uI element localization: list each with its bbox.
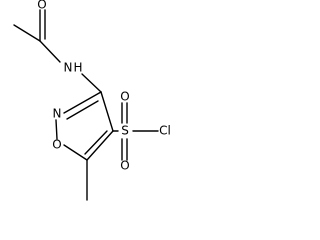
bonds (13, 9, 159, 201)
atom-amide-nitrogen: N (64, 61, 73, 75)
atom-carbonyl-oxygen: O (37, 0, 46, 12)
atom-ring-oxygen: O (52, 138, 61, 152)
bond-c5-o1 (63, 144, 88, 161)
bond-o1-n2 (55, 119, 58, 140)
atom-sulfur: S (121, 124, 129, 138)
bond-c4-c5-1 (86, 130, 114, 161)
atom-sulfonyl-oxygen-bottom: O (120, 159, 129, 173)
chemical-structure: O N H N O S O O Cl (13, 0, 171, 201)
atom-ring-nitrogen: N (53, 107, 62, 121)
bond-c3-c4 (100, 91, 114, 132)
bond-n2-c3-2 (66, 100, 99, 120)
bond-c4-c5-2 (84, 130, 108, 155)
atom-chlorine: Cl (159, 124, 171, 138)
bond-methyl-carbonyl (13, 24, 41, 42)
bond-carbonyl-nitrogen (39, 40, 61, 63)
bond-nitrogen-ring (81, 73, 102, 93)
bond-n2-c3-1 (63, 91, 102, 114)
atom-amide-hydrogen: H (73, 61, 82, 75)
atom-labels: O N H N O S O O Cl (37, 0, 171, 173)
atom-sulfonyl-oxygen-top: O (120, 90, 129, 104)
